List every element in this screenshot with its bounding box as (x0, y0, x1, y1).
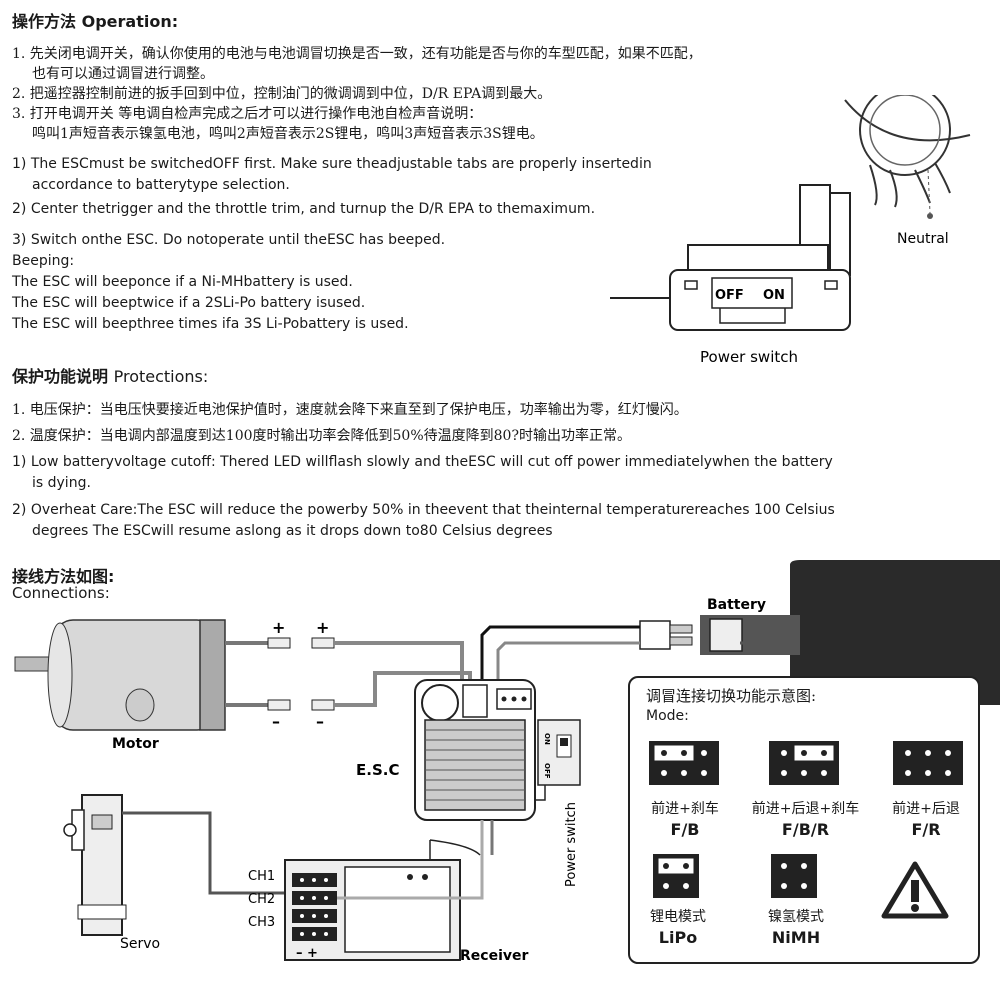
protections-en-line: 1) Low batteryvoltage cutoff: Thered LED… (12, 454, 833, 470)
jumper-lipo-icon (653, 854, 699, 898)
servo-label: Servo (120, 936, 160, 952)
receiver (284, 839, 481, 961)
esc-heatsink (425, 729, 525, 801)
operation-zh-line: 2. 把遥控器控制前进的扳手回到中位，控制油门的微调调到中位，D/R EPA调到… (12, 86, 552, 102)
operation-en-line: 2) Center thetrigger and the throttle tr… (12, 201, 596, 217)
connections-diagram: Battery Motor + + – – E. (14, 560, 1000, 964)
protections-heading: 保护功能说明 Protections: (12, 363, 208, 387)
mode-panel-title-zh: 调冒连接切换功能示意图: (646, 687, 817, 705)
esc-power-switch-label: Power switch (564, 802, 579, 887)
mode-code-fr: F/R (911, 820, 941, 839)
protections-zh-line: 2. 温度保护：当电调内部温度到达100度时输出功率会降低到50%待温度降到80… (12, 428, 631, 444)
jumper-fbr-icon (769, 741, 839, 785)
esc-label: E.S.C (356, 761, 399, 779)
servo (63, 794, 127, 936)
motor (14, 619, 226, 731)
mode-code-lipo: LiPo (658, 928, 698, 947)
operation-zh-line: 1. 先关闭电调开关，确认你使用的电池与电池调冒切换是否一致，还有功能是否与你的… (12, 46, 702, 62)
esc-power-switch (537, 719, 581, 786)
operation-en-line: 1) The ESCmust be switchedOFF first. Mak… (12, 156, 652, 172)
connections-heading-zh: 接线方法如图: (12, 567, 115, 586)
channel-label-ch2: CH2 (248, 892, 275, 907)
esc-minus-label: – (316, 712, 324, 731)
operation-en-line: The ESC will beepthree times ifa 3S Li-P… (12, 316, 409, 332)
operation-en-line: Beeping: (12, 253, 75, 269)
protections-zh-text: 1. 电压保护：当电压快要接近电池保护值时，速度就会降下来直至到了保护电压，功率… (12, 400, 1000, 446)
protections-en-line: is dying. (32, 475, 91, 491)
operation-zh-line: 3. 打开电调开关 等电调自检声完成之后才可以进行操作电池自检声音说明： (12, 106, 483, 122)
esc-unit (414, 679, 536, 821)
esc-plus-label: + (316, 618, 329, 637)
mode-code-fbr: F/B/R (781, 820, 830, 839)
switch-on-label: ON (763, 288, 785, 303)
mode-caption-lipo: 锂电模式 (650, 909, 706, 925)
operation-en-line: 3) Switch onthe ESC. Do notoperate until… (12, 232, 446, 248)
mode-code-nimh: NiMH (771, 928, 821, 947)
channel-label-ch3: CH3 (248, 915, 275, 930)
mode-caption-fbr: 前进+后退+刹车 (751, 801, 860, 817)
deans-connector (639, 620, 693, 650)
jumper-fr-icon (893, 741, 963, 785)
mode-code-fb: F/B (670, 820, 700, 839)
operation-en-line: The ESC will beeptwice if a 2SLi-Po batt… (12, 295, 366, 311)
jumper-fb-icon (649, 741, 719, 785)
receiver-polarity-label: – + (296, 946, 318, 961)
protections-title-zh: 保护功能说明 (12, 367, 109, 386)
motor-minus-label: – (272, 712, 280, 731)
warning-triangle-icon (881, 861, 949, 919)
esc-on-label: ON (543, 733, 551, 745)
operation-title-zh: 操作方法 (12, 12, 77, 31)
protections-zh-line: 1. 电压保护：当电压快要接近电池保护值时，速度就会降下来直至到了保护电压，功率… (12, 402, 688, 418)
battery-pack (700, 560, 1000, 705)
channel-label-ch1: CH1 (248, 869, 275, 884)
trigger-neutral-icon (844, 95, 971, 219)
receiver-label: Receiver (460, 948, 528, 964)
operation-title-en: Operation: (81, 12, 179, 31)
operation-zh-text: 1. 先关闭电调开关，确认你使用的电池与电池调冒切换是否一致，还有功能是否与你的… (12, 44, 1000, 144)
mode-caption-fb: 前进+刹车 (651, 801, 719, 817)
protections-en-line: 2) Overheat Care:The ESC will reduce the… (12, 502, 835, 518)
receiver-pins (300, 878, 328, 936)
operation-en-line: accordance to batterytype selection. (32, 177, 290, 193)
neutral-label: Neutral (897, 231, 949, 247)
protections-en-line: degrees The ESCwill resume aslong as it … (32, 523, 553, 539)
operation-zh-line: 鸣叫1声短音表示镍氢电池，鸣叫2声短音表示2S锂电，鸣叫3声短音表示3S锂电。 (32, 126, 544, 142)
operation-zh-line: 也有可以通过调冒进行调整。 (32, 66, 214, 82)
power-switch-body (610, 184, 851, 331)
power-switch-caption: Power switch (700, 348, 798, 366)
operation-heading: 操作方法 Operation: (12, 8, 178, 32)
motor-label: Motor (112, 736, 159, 752)
protections-en-text: 1) Low batteryvoltage cutoff: Thered LED… (12, 452, 992, 542)
mode-caption-fr: 前进+后退 (892, 801, 960, 817)
esc-off-label: OFF (543, 763, 551, 779)
motor-plus-label: + (272, 618, 285, 637)
operation-en-line: The ESC will beeponce if a Ni-MHbattery … (12, 274, 353, 290)
jumper-nimh-icon (771, 854, 817, 898)
connections-heading-en: Connections: (12, 584, 110, 602)
operation-en-text: 1) The ESCmust be switchedOFF first. Mak… (12, 154, 772, 335)
power-switch-illustration: Neutral OFF ON Power switch (610, 95, 971, 366)
mode-panel-title-en: Mode: (646, 708, 689, 724)
mode-caption-nimh: 镍氢模式 (768, 909, 824, 925)
protections-title-en: Protections: (113, 367, 209, 386)
mode-panel: 调冒连接切换功能示意图: Mode: 前进+刹车 F/B 前进+后退+刹车 F/… (628, 676, 980, 964)
switch-off-label: OFF (715, 288, 744, 303)
battery-label: Battery (707, 597, 766, 613)
